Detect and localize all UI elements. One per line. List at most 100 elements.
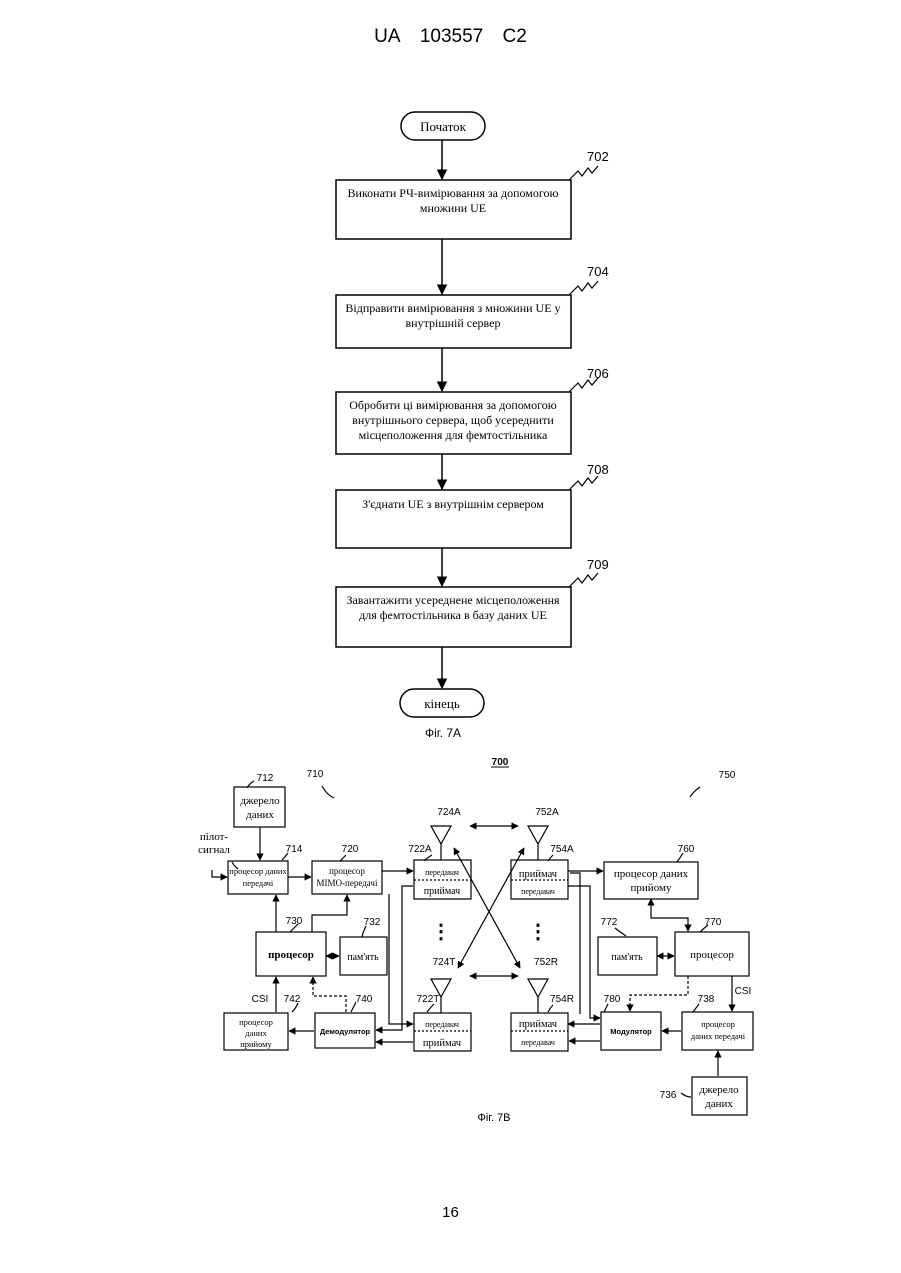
data-source-736-line-2: даних [705, 1098, 733, 1110]
leader-708 [569, 476, 598, 490]
ref-760: 760 [678, 844, 695, 855]
mimo-proc-720-line-1: процесор [329, 866, 365, 876]
bus-754a-down [570, 873, 580, 1014]
end-label: кінець [424, 696, 460, 711]
step-709-line-1: Завантажити усереднене місцеположення [346, 593, 560, 607]
leader-722t [427, 1004, 434, 1012]
rx-data-proc-742-line-1: процесор [239, 1017, 273, 1027]
csi-right: CSI [735, 986, 752, 997]
memory-732-label: пам'ять [347, 952, 379, 963]
ref-770: 770 [705, 917, 722, 928]
leader-702 [569, 166, 598, 180]
leader-780 [604, 1004, 608, 1012]
start-label: Початок [420, 119, 467, 134]
leader-710 [322, 786, 334, 798]
rx-data-proc-742-line-2: даних [245, 1028, 267, 1038]
xcvr-754a-tx: передавач [521, 887, 555, 896]
link-752a-724t [458, 848, 524, 968]
data-source-736-line-1: джерело [699, 1084, 739, 1096]
antenna-752a [528, 826, 548, 860]
ref-706: 706 [587, 366, 609, 381]
leader-709 [569, 573, 598, 587]
processor-770-label: процесор [690, 949, 734, 961]
fig7a-caption: Фіг. 7A [425, 726, 461, 740]
pilot-line-1: пілот- [200, 831, 229, 843]
data-source-712-line-2: даних [246, 809, 274, 821]
rx-data-proc-760-line-1: процесор даних [614, 868, 689, 880]
rx-data-proc-760-line-2: прийому [631, 882, 672, 894]
modulator-780-label: Модулятор [610, 1027, 652, 1036]
step-709-line-2: для фемтостільника в базу даних UE [359, 608, 547, 622]
xcvr-754r-rx: приймач [519, 1019, 558, 1030]
ref-754r: 754R [550, 994, 574, 1005]
step-706-line-2: внутрішнього сервера, щоб усереднити [352, 413, 554, 427]
pilot-arrow [212, 870, 227, 877]
xcvr-754r-tx: передавач [521, 1038, 555, 1047]
csi-left: CSI [252, 994, 269, 1005]
tx-data-proc-738-line-1: процесор [701, 1019, 735, 1029]
ref-702: 702 [587, 149, 609, 164]
fig7a-refs: 702 704 706 708 709 Фіг. 7A [425, 149, 609, 740]
ref-724a: 724A [437, 807, 461, 818]
tx-data-proc-738-line-2: даних передачі [691, 1031, 746, 1041]
step-706-line-3: місцеположення для фемтостільника [359, 428, 548, 442]
ref-780: 780 [604, 994, 621, 1005]
leader-704 [569, 281, 598, 295]
ref-772: 772 [601, 917, 618, 928]
xcvr-722t-tx: передавач [425, 1020, 459, 1029]
arrow-730-720 [312, 895, 347, 932]
data-source-712-line-1: джерело [240, 795, 280, 807]
ref-750: 750 [719, 770, 736, 781]
step-702-line-2: множини UE [420, 201, 486, 215]
rx-data-proc-742-line-3: прийому [240, 1039, 272, 1049]
antenna-724a [431, 826, 451, 860]
arrow-770-780-dashed [630, 976, 688, 1011]
xcvr-722a-rx: приймач [424, 886, 460, 897]
leader-736 [681, 1093, 691, 1097]
xcvr-722a-tx: передавач [425, 868, 459, 877]
ref-700: 700 [492, 757, 509, 768]
fig7b-texts: 700 710 750 712 джерело даних пілот- сиг… [198, 757, 751, 1124]
page-number: 16 [0, 1204, 901, 1221]
ref-704: 704 [587, 264, 609, 279]
tx-data-proc-714-line-1: процесор даних [229, 866, 287, 876]
ref-720: 720 [342, 844, 359, 855]
ref-730: 730 [286, 916, 303, 927]
ref-722t: 722T [417, 994, 440, 1005]
step-702-line-1: Виконати РЧ-вимірювання за допомогою [348, 186, 559, 200]
memory-772-label: пам'ять [611, 952, 643, 963]
ref-712: 712 [257, 773, 274, 784]
ref-709: 709 [587, 557, 609, 572]
ref-754a: 754A [550, 844, 574, 855]
processor-730-label: процесор [268, 949, 314, 961]
dots-left: ⋮ [431, 921, 451, 943]
fig7b-diagram [212, 767, 753, 1115]
ref-752r: 752R [534, 957, 558, 968]
ref-708: 708 [587, 462, 609, 477]
ref-736: 736 [660, 1090, 677, 1101]
ref-722a: 722A [408, 844, 432, 855]
arrow-760-770 [651, 899, 688, 931]
demod-740-label: Демодулятор [320, 1027, 371, 1036]
leader-738 [693, 1004, 699, 1012]
antenna-752r [528, 979, 548, 1013]
fig7a-texts: Початок кінець Виконати РЧ-вимірювання з… [345, 119, 560, 711]
step-704-line-1: Відправити вимірювання з множини UE у [345, 301, 560, 315]
link-724a-752r [454, 848, 520, 968]
pilot-line-2: сигнал [198, 844, 230, 856]
ref-724t: 724T [433, 957, 456, 968]
arrow-720-722t [389, 894, 413, 1024]
data-source-712-box [234, 787, 285, 827]
xcvr-722t-rx: приймач [423, 1038, 462, 1049]
step-704-line-2: внутрішній сервер [406, 316, 501, 330]
ref-738: 738 [698, 994, 715, 1005]
step-706-line-1: Обробити ці вимірювання за допомогою [349, 398, 556, 412]
leader-750 [690, 787, 700, 797]
arrow-722a-740 [376, 886, 413, 1030]
mimo-proc-720-line-2: MIMO-передачі [317, 878, 378, 888]
leader-772 [615, 928, 626, 936]
leader-720 [340, 855, 346, 861]
ref-714: 714 [286, 844, 303, 855]
step-708-line-1: З'єднати UE з внутрішнім сервером [362, 497, 544, 511]
